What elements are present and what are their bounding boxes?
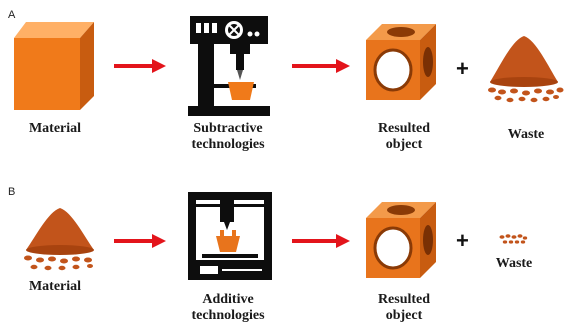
material-block-icon [14,22,94,110]
small-waste-icon [499,234,528,244]
arrow-icon [292,234,350,248]
result-label-line2-a: object [385,137,423,152]
plus-sign-b: + [456,228,469,253]
panel-label-a: A [8,9,16,21]
arrow-icon [292,59,350,73]
result-label-line2-b: object [385,308,423,323]
arrow-icon [114,234,166,248]
waste-pile-icon [488,36,564,103]
panel-label-b: B [8,186,16,198]
plus-sign-a: + [456,56,469,81]
material-label-a: Material [28,121,82,136]
process-label-line2-a: technologies [191,137,265,152]
result-label-line1-b: Resulted [377,292,431,307]
material-label-b: Material [28,279,82,294]
process-label-line1-b: Additive [202,292,254,307]
3d-printer-icon [188,192,272,280]
waste-label-a: Waste [507,127,545,142]
lattice-cube-icon [366,24,436,100]
waste-label-b: Waste [495,256,533,271]
result-label-line1-a: Resulted [377,121,431,136]
drill-press-icon [188,16,270,116]
arrow-icon [114,59,166,73]
lattice-cube-icon [366,202,436,278]
process-label-line1-a: Subtractive [193,121,263,136]
process-label-line2-b: technologies [191,308,265,323]
powder-pile-icon [24,208,94,271]
